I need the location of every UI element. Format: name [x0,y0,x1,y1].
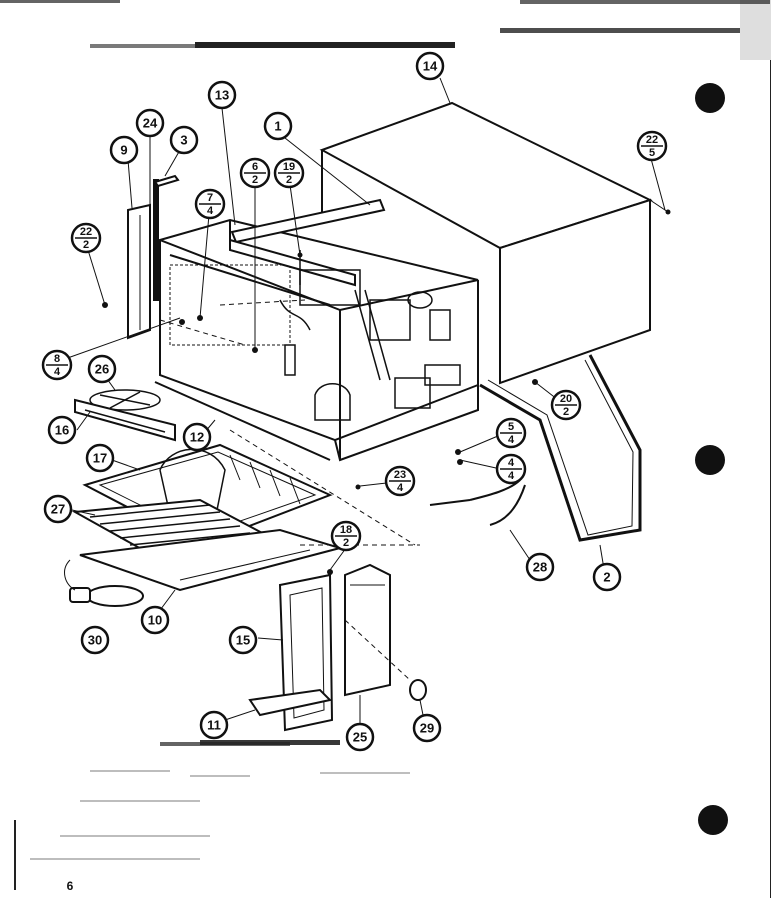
fraction-callout-8-4: 84 [41,349,73,381]
svg-text:25: 25 [353,730,367,745]
callout-14: 14 [415,51,445,81]
svg-text:4: 4 [54,366,61,378]
callouts: 14 13 1 24 3 9 26 16 12 17 27 10 30 15 1… [43,51,622,752]
page-number: 6 [67,879,74,893]
svg-text:4: 4 [207,205,214,217]
callout-24: 24 [135,108,165,138]
drain-tube [479,354,642,542]
fraction-callout-6-2: 62 [239,157,271,189]
callout-10: 10 [140,605,170,635]
callout-12: 12 [182,422,212,452]
callout-25: 25 [345,722,375,752]
svg-text:23: 23 [394,469,406,481]
side-panel [127,174,180,340]
callout-29: 29 [412,713,442,743]
callout-15: 15 [228,625,258,655]
svg-text:30: 30 [88,633,102,648]
svg-text:1: 1 [274,119,281,134]
dashed-guide-lines [159,299,420,681]
callout-17: 17 [85,443,115,473]
fraction-callout-18-2: 182 [330,520,362,552]
svg-text:2: 2 [252,174,258,186]
fraction-callout-22-2: 222 [70,222,102,254]
svg-text:6: 6 [252,161,258,173]
svg-text:4: 4 [508,457,515,469]
svg-text:22: 22 [646,134,658,146]
svg-text:7: 7 [207,192,213,204]
svg-text:28: 28 [533,560,547,575]
top-rail [229,198,386,287]
svg-text:3: 3 [180,133,187,148]
svg-text:13: 13 [215,88,229,103]
wire-harness [429,479,526,526]
svg-text:12: 12 [190,430,204,445]
control-knob [409,679,427,701]
svg-text:16: 16 [55,423,69,438]
fraction-callout-20-2: 202 [550,389,582,421]
svg-text:4: 4 [508,470,515,482]
svg-text:8: 8 [54,353,60,365]
svg-text:15: 15 [236,633,250,648]
svg-text:19: 19 [283,161,295,173]
svg-text:24: 24 [143,116,158,131]
svg-text:17: 17 [93,451,107,466]
fraction-callout-5-4: 54 [495,417,527,449]
svg-text:29: 29 [420,721,434,736]
internal-components [279,250,461,421]
svg-text:11: 11 [207,718,221,733]
callout-9: 9 [109,135,139,165]
light-bulb [64,559,144,607]
svg-text:26: 26 [95,362,109,377]
svg-text:22: 22 [80,226,92,238]
door-panel [344,563,391,697]
svg-text:2: 2 [83,239,89,251]
punch-holes [695,83,728,835]
outer-cabinet-wrapper [319,101,669,385]
svg-text:2: 2 [343,537,349,549]
svg-text:27: 27 [51,502,65,517]
stirrer-assembly [74,381,331,461]
fraction-callouts: 225 62 192 74 222 84 202 54 44 234 182 [41,130,668,552]
callout-30: 30 [80,625,110,655]
callout-13: 13 [207,80,237,110]
svg-text:5: 5 [649,147,655,159]
svg-text:4: 4 [508,434,515,446]
bottom-scan-noise [30,770,410,860]
svg-text:10: 10 [148,613,162,628]
fraction-callout-23-4: 234 [384,465,416,497]
fraction-callout-4-4: 44 [495,453,527,485]
svg-text:14: 14 [423,59,438,74]
bottom-trim-strip [248,688,333,717]
callout-2: 2 [592,562,622,592]
callout-28: 28 [525,552,555,582]
callout-11: 11 [199,710,229,740]
svg-text:4: 4 [397,482,404,494]
callout-3: 3 [169,125,199,155]
fraction-callout-22-5: 225 [636,130,668,162]
callout-1: 1 [263,111,293,141]
callout-16: 16 [47,415,77,445]
svg-text:2: 2 [563,406,569,418]
fraction-callout-7-4: 74 [194,188,226,220]
callout-27: 27 [43,494,73,524]
svg-text:2: 2 [286,174,292,186]
svg-text:18: 18 [340,524,352,536]
fasteners [102,209,671,575]
svg-text:20: 20 [560,393,572,405]
svg-text:2: 2 [603,570,610,585]
svg-text:5: 5 [508,421,514,433]
svg-text:9: 9 [120,143,127,158]
callout-26: 26 [87,354,117,384]
fraction-callout-19-2: 192 [273,157,305,189]
